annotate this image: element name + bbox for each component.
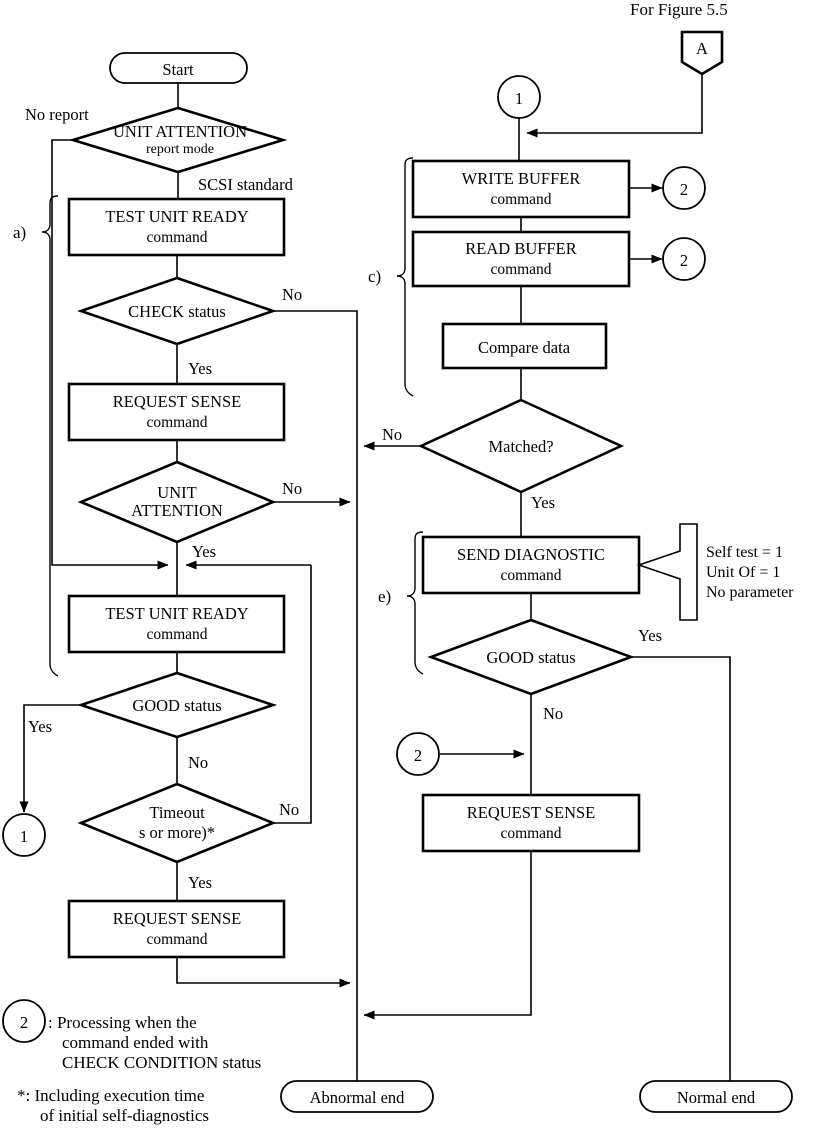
compare-data-label: Compare data — [478, 338, 571, 357]
ua2-no-label: No — [282, 479, 302, 498]
write-buffer-connector-2-circle — [662, 166, 706, 210]
compare-data-box — [441, 322, 608, 370]
read-buffer-connector-2-circle — [662, 237, 706, 281]
tur2-line1: TEST UNIT READY — [105, 604, 248, 623]
legend-connector-2-text-2: CHECK CONDITION status — [62, 1053, 261, 1072]
good-status-right-yes-label: Yes — [638, 626, 662, 645]
connector-1-left-circle — [2, 813, 46, 857]
brace-e-label: e) — [378, 587, 391, 606]
edge-no-report-to-merge — [51, 139, 169, 570]
write-buffer-box — [411, 159, 631, 219]
normal-end-label: Normal end — [677, 1088, 756, 1107]
check-status-no-label: No — [282, 285, 302, 304]
rs2-line2: command — [146, 931, 207, 948]
brace-c-shape — [396, 157, 414, 397]
connector-2-incoming-circle — [396, 732, 440, 776]
good-status-left-label: GOOD status — [132, 696, 221, 715]
connector-2-incoming-label: 2 — [414, 746, 422, 765]
connector-A-shape — [680, 30, 724, 76]
rb-connector-2-label: 2 — [680, 251, 688, 270]
ua2-yes-label: Yes — [192, 542, 216, 561]
edge-A-to-1 — [526, 74, 703, 138]
legend-asterisk-text-1: of initial self-diagnostics — [40, 1106, 209, 1125]
no-report-label: No report — [25, 105, 89, 124]
start-label: Start — [162, 60, 194, 79]
brace-a-label: a) — [13, 223, 26, 242]
rs1-line1: REQUEST SENSE — [113, 392, 242, 411]
ua-decision-line1: UNIT ATTENTION — [113, 122, 247, 141]
brace-e-shape — [406, 531, 424, 675]
connector-A-label: A — [696, 39, 708, 58]
rb-line2: command — [490, 261, 551, 278]
wb-line1: WRITE BUFFER — [462, 169, 581, 188]
timeout-line2: s or more)* — [139, 823, 215, 842]
good-status-left-yes-label: Yes — [28, 717, 52, 736]
rs-right-line1: REQUEST SENSE — [467, 803, 596, 822]
send-diagnostic-param-bracket — [636, 523, 698, 621]
rs-right-line2: command — [500, 825, 561, 842]
abnormal-end-label: Abnormal end — [310, 1088, 406, 1107]
sd-param-2: No parameter — [706, 584, 794, 601]
timeout-line1: Timeout — [149, 803, 205, 822]
edge-good-right-yes-to-normal-end — [631, 656, 731, 1073]
connector-1-left-label: 1 — [20, 827, 28, 846]
read-buffer-box — [411, 230, 631, 288]
matched-yes-label: Yes — [531, 493, 555, 512]
ua2-line2: ATTENTION — [131, 501, 223, 520]
edge-good-yes-to-conn1 — [19, 704, 81, 813]
legend-asterisk-text-0: *: Including execution time — [17, 1086, 204, 1105]
request-sense-right-box — [421, 793, 641, 853]
normal-end-terminal — [639, 1080, 793, 1113]
ua2-line1: UNIT — [157, 483, 196, 502]
connector-1-right-label: 1 — [515, 89, 523, 108]
matched-label: Matched? — [488, 437, 553, 456]
scsi-standard-label: SCSI standard — [198, 175, 294, 194]
tur1-line1: TEST UNIT READY — [105, 207, 248, 226]
tur1-line2: command — [146, 229, 207, 246]
legend-connector-2-text-1: command ended with — [62, 1033, 209, 1052]
matched-no-label: No — [382, 425, 402, 444]
request-sense-2-box — [67, 899, 286, 959]
wb-line2: command — [490, 191, 551, 208]
brace-c-label: c) — [368, 267, 381, 286]
edge-rs2-to-bus — [176, 957, 351, 988]
rs1-line2: command — [146, 414, 207, 431]
sd-line1: SEND DIAGNOSTIC — [457, 545, 605, 564]
good-status-right-label: GOOD status — [486, 648, 575, 667]
edge-check-no-to-bus — [273, 310, 358, 1070]
test-unit-ready-2-box — [67, 594, 286, 654]
check-status-label: CHECK status — [128, 302, 226, 321]
legend-connector-2-text-0: : Processing when the — [48, 1013, 197, 1032]
good-status-right-no-label: No — [543, 704, 563, 723]
tur2-line2: command — [146, 626, 207, 643]
sd-param-1: Unit Of = 1 — [706, 564, 780, 581]
sd-param-0: Self test = 1 — [706, 544, 783, 561]
timeout-yes-label: Yes — [188, 873, 212, 892]
edge-timeout-no-up — [273, 565, 312, 824]
rs2-line1: REQUEST SENSE — [113, 909, 242, 928]
for-figure-note: For Figure 5.5 — [630, 0, 728, 19]
ua-decision-line2: report mode — [146, 142, 214, 157]
legend-connector-2-symbol: 2 — [20, 1013, 28, 1032]
sd-line2: command — [500, 567, 561, 584]
edge-rs-right-to-bus — [363, 851, 532, 1020]
check-status-yes-label: Yes — [188, 359, 212, 378]
brace-a-shape — [41, 195, 59, 677]
good-status-left-no-label: No — [188, 753, 208, 772]
rb-line1: READ BUFFER — [465, 239, 576, 258]
wb-connector-2-label: 2 — [680, 180, 688, 199]
request-sense-1-box — [67, 382, 286, 442]
timeout-no-label: No — [279, 800, 299, 819]
legend-connector-2-circle — [2, 999, 46, 1043]
